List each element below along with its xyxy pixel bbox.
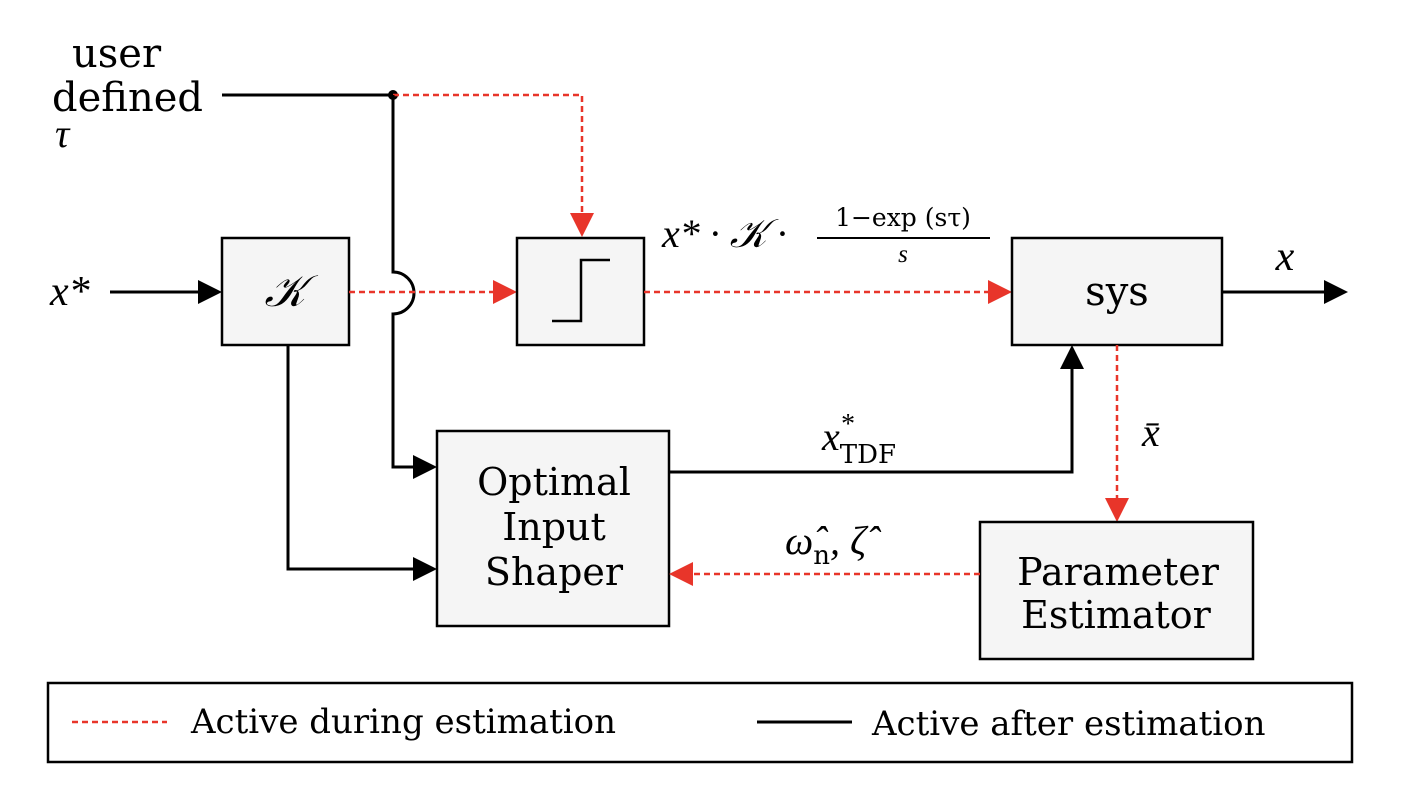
tau-label-line2: defined bbox=[52, 75, 203, 121]
tau-symbol: τ bbox=[55, 111, 71, 156]
gain-to-shaper-line bbox=[286, 345, 415, 571]
output-arrowhead bbox=[1324, 280, 1348, 304]
step-signal-denominator: s bbox=[898, 241, 908, 268]
sys-to-estimator-arrowhead bbox=[1105, 498, 1129, 522]
reference-arrowhead bbox=[198, 280, 222, 304]
gain-block bbox=[220, 236, 351, 347]
tdf-label: x*TDF bbox=[821, 409, 896, 470]
tau-to-step-line bbox=[393, 93, 584, 215]
reference-label: x* bbox=[49, 269, 90, 315]
shaper-block bbox=[435, 429, 671, 628]
shaper-label-line3: Shaper bbox=[485, 550, 624, 594]
shaper-label-line2: Input bbox=[502, 505, 606, 549]
estimates-label: ω̂n, ζ̂ bbox=[785, 518, 881, 571]
step-icon bbox=[552, 258, 610, 323]
shaper-to-sys-arrowhead bbox=[1060, 345, 1084, 369]
legend-estimation-label: Active during estimation bbox=[190, 702, 616, 742]
tau-to-shaper-arrowhead bbox=[413, 455, 437, 479]
step-to-sys-arrowhead bbox=[988, 280, 1012, 304]
estimator-to-shaper-arrowhead bbox=[669, 562, 693, 586]
plant-label: sys bbox=[1085, 269, 1149, 315]
legend-box bbox=[46, 681, 1354, 764]
measured-label: x̄ bbox=[1141, 410, 1160, 455]
gain-to-shaper-arrowhead bbox=[413, 557, 437, 581]
step-signal-label: x* · 𝒦 · bbox=[661, 211, 787, 256]
shaper-label-line1: Optimal bbox=[477, 460, 631, 504]
shaper-to-sys-line bbox=[669, 367, 1074, 474]
legend-after-label: Active after estimation bbox=[871, 704, 1266, 744]
step-signal-numerator: 1−exp (sτ) bbox=[835, 203, 971, 232]
estimator-label-line1: Parameter bbox=[1017, 550, 1220, 594]
output-label: x bbox=[1275, 234, 1295, 280]
tau-to-step-arrowhead bbox=[570, 213, 594, 237]
gain-to-step-arrowhead bbox=[493, 280, 517, 304]
tau-to-shaper-line bbox=[391, 95, 416, 469]
estimator-label-line2: Estimator bbox=[1021, 593, 1212, 637]
estimator-block bbox=[978, 520, 1255, 661]
tau-label-line1: user bbox=[72, 31, 162, 77]
